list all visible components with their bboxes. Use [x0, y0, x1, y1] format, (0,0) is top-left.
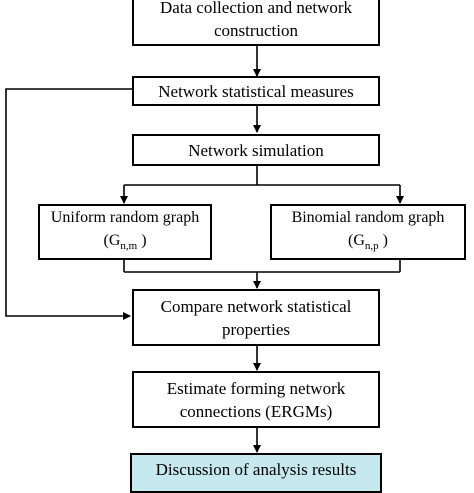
connector-lines — [5, 46, 404, 453]
arrow-measures-to-compare — [5, 88, 132, 320]
discussion-label: Discussion of analysis results — [155, 460, 357, 479]
statistical-measures-box: Network statistical measures — [132, 76, 380, 106]
uniform-random-graph-box: Uniform random graph (Gn,m ) — [38, 204, 212, 260]
binomial-graph-label: Binomial random graph — [291, 209, 445, 226]
uniform-graph-label: Uniform random graph — [50, 209, 200, 226]
statistical-measures-label: Network statistical measures — [158, 81, 354, 101]
uniform-graph-subscript: n,m — [120, 240, 138, 252]
compare-properties-box: Compare network statistical properties — [132, 289, 380, 346]
data-collection-box: Data collection and network construction — [132, 0, 380, 46]
estimate-ergms-box: Estimate forming network connections (ER… — [132, 371, 380, 428]
uniform-graph-notation: (Gn,m ) — [103, 232, 147, 252]
estimate-line1: Estimate forming network — [166, 378, 346, 398]
compare-line1: Compare network statistical — [160, 296, 352, 316]
network-simulation-box: Network simulation — [132, 134, 380, 166]
discussion-box: Discussion of analysis results — [130, 453, 382, 493]
binomial-graph-symbol: G — [353, 232, 365, 249]
data-collection-line1: Data collection and network — [159, 0, 353, 17]
estimate-line2: connections (ERGMs) — [179, 401, 333, 421]
data-collection-line2: construction — [213, 21, 299, 40]
binomial-random-graph-box: Binomial random graph (Gn,p ) — [270, 204, 466, 260]
binomial-graph-subscript: n,p — [364, 240, 379, 252]
network-simulation-label: Network simulation — [188, 140, 324, 160]
uniform-graph-symbol: G — [108, 232, 121, 249]
compare-line2: properties — [222, 319, 290, 339]
binomial-graph-notation: (Gn,p ) — [348, 232, 388, 252]
